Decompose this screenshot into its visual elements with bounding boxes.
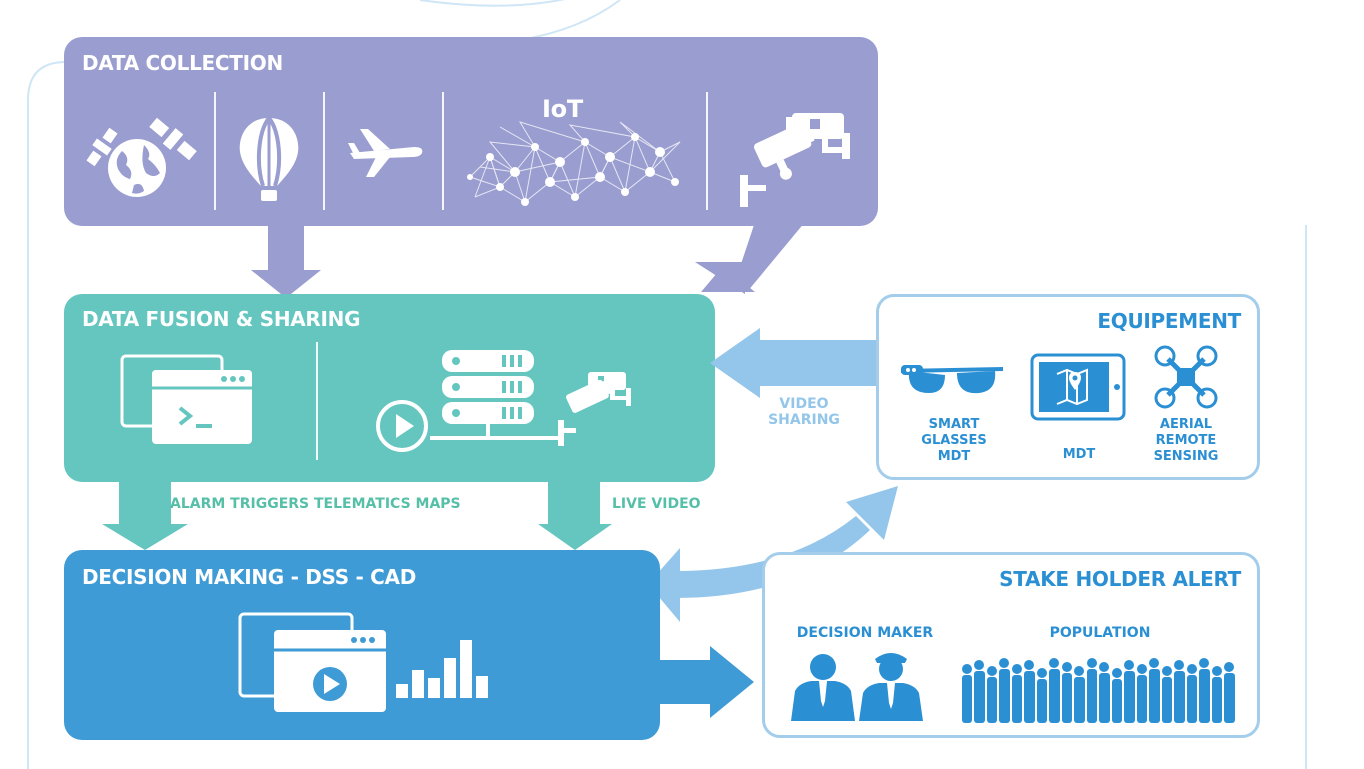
equipment-item-label: AERIAL REMOTE SENSING (1153, 417, 1219, 464)
equipment-item-label: MDT (1062, 447, 1096, 462)
video-window-icon (238, 612, 386, 712)
live-video-arrow (538, 482, 612, 550)
tablet-map-icon (1030, 353, 1126, 421)
video-server-icon (376, 350, 631, 452)
iot-label: IoT (542, 95, 583, 123)
video-sharing-label: VIDEO SHARING (768, 396, 840, 428)
iot-network-icon (467, 121, 681, 206)
drone-icon (1154, 345, 1218, 409)
live-video-label: LIVE VIDEO (612, 496, 701, 512)
hot-air-balloon-icon (239, 116, 299, 201)
cameras-to-fusion-arrow (695, 222, 805, 294)
data-fusion-title: DATA FUSION & SHARING (82, 307, 361, 331)
alarm-triggers-label: ALARM TRIGGERS TELEMATICS MAPS (170, 496, 461, 512)
decision-maker-label: DECISION MAKER (796, 625, 934, 641)
decision-to-stakeholder-arrow (656, 646, 754, 718)
separator (316, 342, 318, 460)
population-crowd-icon (962, 658, 1235, 723)
video-sharing-arrow (710, 328, 880, 398)
airplane-icon (348, 129, 423, 177)
separator (323, 92, 325, 210)
stakeholder-title: STAKE HOLDER ALERT (999, 567, 1241, 591)
equipment-panel: EQUIPEMENT SMART GLASSES MDT MDT AERIAL … (876, 294, 1260, 480)
data-collection-title: DATA COLLECTION (82, 51, 283, 75)
decision-maker-icon (791, 653, 923, 721)
stakeholder-panel: STAKE HOLDER ALERT DECISION MAKER POPULA… (762, 552, 1260, 738)
decision-making-title: DECISION MAKING - DSS - CAD (82, 565, 417, 589)
separator (706, 92, 708, 210)
data-fusion-panel: DATA FUSION & SHARING (64, 294, 715, 482)
terminal-window-icon (120, 354, 252, 444)
equipment-title: EQUIPEMENT (1097, 309, 1241, 333)
separator (214, 92, 216, 210)
decision-equipment-curved-arrow (648, 486, 898, 622)
cctv-cameras-icon (740, 113, 850, 207)
decision-making-panel: DECISION MAKING - DSS - CAD (64, 550, 660, 740)
equipment-item-label: SMART GLASSES MDT (921, 417, 987, 464)
separator (442, 92, 444, 210)
alarm-triggers-arrow (102, 482, 188, 550)
data-collection-panel: DATA COLLECTION IoT (64, 37, 878, 226)
population-label: POPULATION (1049, 625, 1151, 641)
satellite-globe-icon (86, 117, 197, 197)
bar-chart-icon (396, 640, 488, 698)
smart-glasses-icon (900, 365, 1004, 394)
collection-to-fusion-arrow (251, 226, 321, 298)
